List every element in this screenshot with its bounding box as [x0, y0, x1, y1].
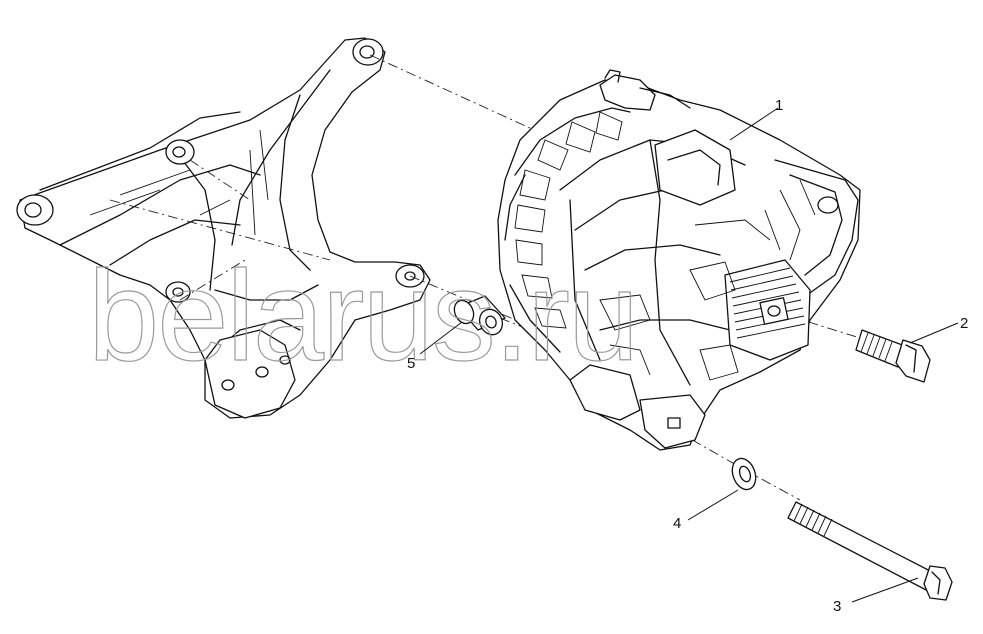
callout-label-4: 4 — [673, 515, 681, 532]
callout-1: 1 — [729, 97, 783, 141]
callout-label-1: 1 — [775, 97, 783, 114]
watermark: belarus.ru — [88, 245, 637, 388]
bolt-short — [855, 329, 931, 383]
alternator-bracket — [16, 37, 431, 419]
callout-4: 4 — [673, 489, 739, 532]
callout-3: 3 — [833, 577, 919, 615]
callout-label-3: 3 — [833, 598, 841, 615]
spacer-bushing — [453, 295, 506, 336]
callout-5: 5 — [407, 321, 463, 372]
callout-label-2: 2 — [960, 315, 968, 332]
bolt-long — [787, 501, 953, 601]
callout-label-5: 5 — [407, 355, 415, 372]
callout-2: 2 — [909, 315, 968, 344]
washer — [731, 457, 757, 491]
alternator — [497, 69, 861, 451]
